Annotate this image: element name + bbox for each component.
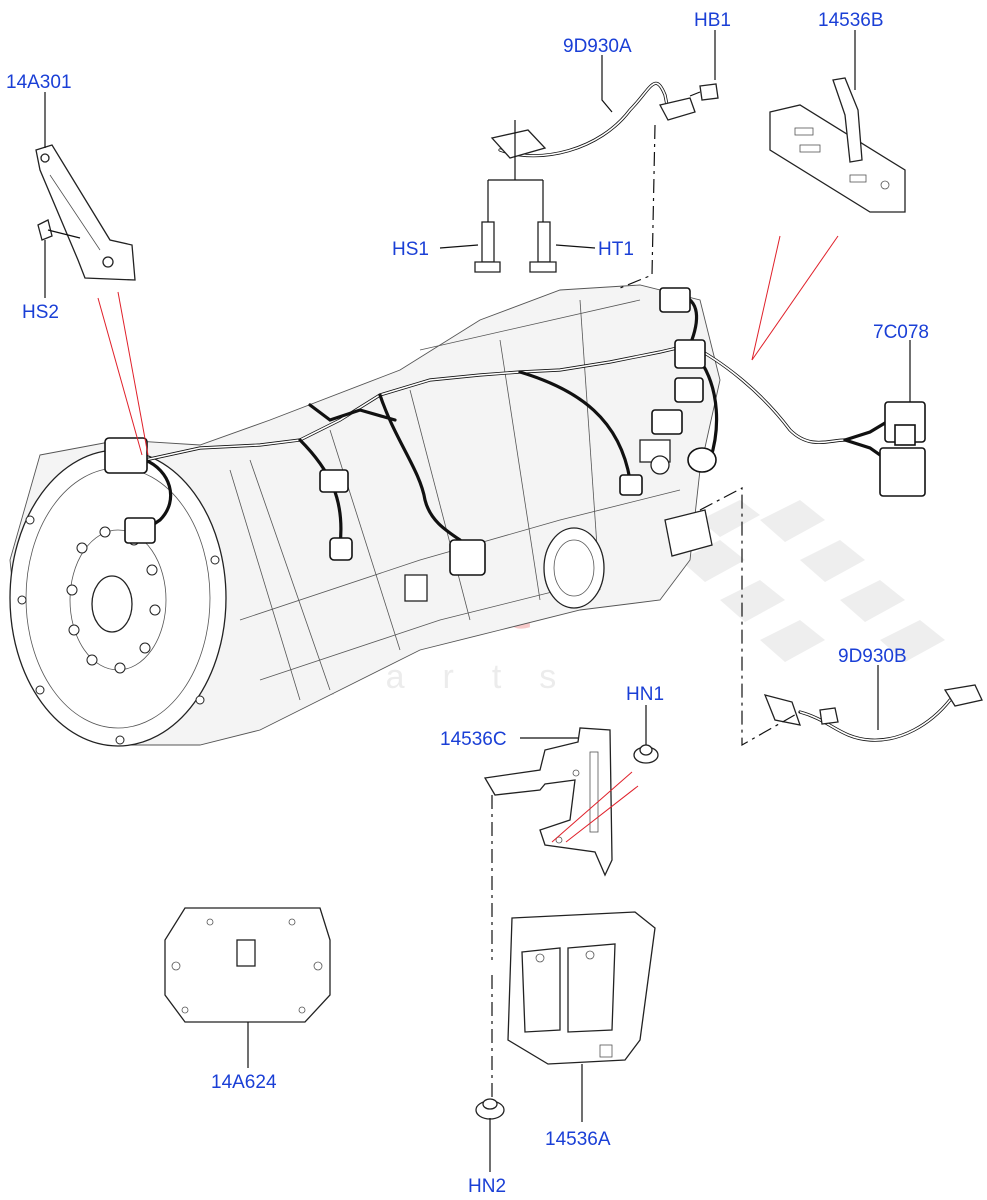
connector [319, 469, 349, 493]
label-HN2: HN2 [468, 1176, 506, 1197]
connector [104, 437, 148, 474]
label-9D930A: 9D930A [563, 36, 632, 57]
connector [674, 339, 706, 369]
nut-HN1 [633, 744, 659, 764]
label-14536C: 14536C [440, 729, 507, 750]
label-14536B: 14536B [818, 10, 884, 31]
bracket-14A301 [35, 144, 136, 281]
part-labels: 14A301 HS2 9D930A HB1 14536B HS1 HT1 7C0… [6, 10, 929, 1197]
bolt-HS2 [37, 219, 81, 241]
bracket-14536B [769, 77, 906, 213]
wiring-harness [104, 287, 926, 576]
label-HB1: HB1 [694, 10, 731, 31]
shield-14536A [507, 911, 656, 1065]
nut-HN2 [475, 1098, 505, 1120]
transmission-assembly [9, 284, 721, 747]
flexplate-hub [91, 575, 133, 633]
leader-lines [44, 30, 911, 1172]
connector [659, 287, 691, 313]
harness-plug-block [843, 401, 926, 497]
connector [674, 377, 704, 403]
bolt-HB1 [689, 83, 719, 101]
connector [329, 537, 353, 561]
bracket-14536C [483, 727, 613, 877]
connector [687, 447, 717, 473]
label-9D930B: 9D930B [838, 646, 907, 667]
stud-HS1 [474, 221, 501, 273]
label-14A624: 14A624 [211, 1072, 277, 1093]
label-7C078: 7C078 [873, 322, 929, 343]
label-HS2: HS2 [22, 302, 59, 323]
label-14A301: 14A301 [6, 72, 72, 93]
alignment-lines [491, 124, 801, 1100]
stud-HT1 [529, 221, 557, 273]
output-flange [543, 527, 605, 609]
connector [124, 517, 156, 544]
cable-9D930A [490, 81, 696, 159]
connector [651, 409, 683, 435]
connector [619, 474, 643, 496]
label-HS1: HS1 [392, 239, 429, 260]
label-14536A: 14536A [545, 1129, 611, 1150]
checker-flag-watermark [680, 500, 945, 662]
red-indicator-lines [97, 235, 839, 843]
output-shaft [664, 509, 713, 557]
connector [449, 539, 486, 576]
label-HT1: HT1 [598, 239, 634, 260]
label-HN1: HN1 [626, 684, 664, 705]
plate-14A624 [164, 907, 331, 1023]
cable-9D930B [763, 684, 983, 742]
